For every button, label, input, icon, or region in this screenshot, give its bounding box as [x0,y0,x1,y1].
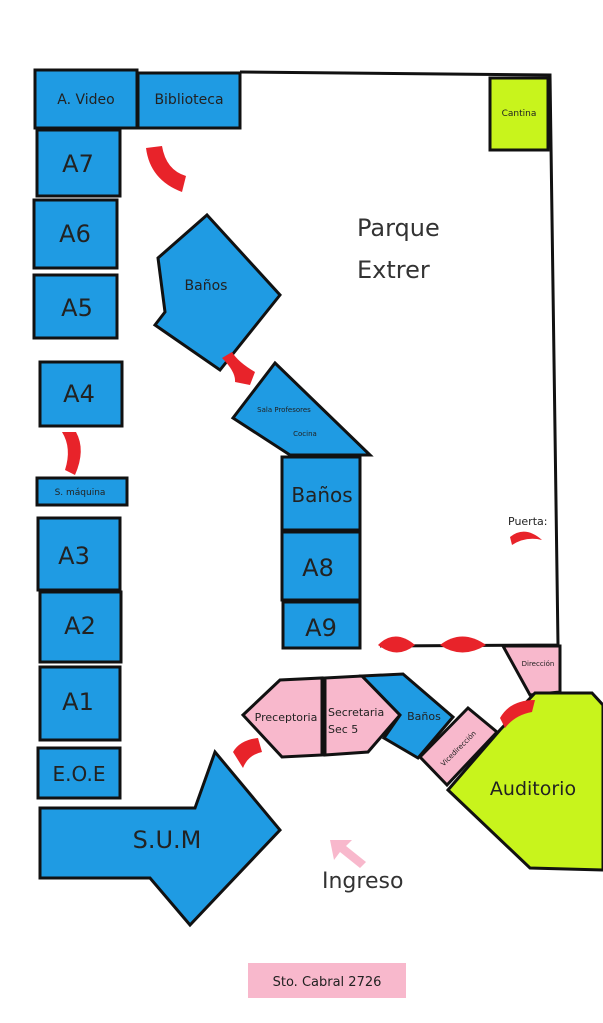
door-icon [233,738,262,768]
svg-text:A4: A4 [63,380,95,408]
svg-text:S.U.M: S.U.M [133,826,202,854]
room-a1[interactable]: A1 [38,665,122,742]
svg-text:Sec 5: Sec 5 [328,723,358,736]
svg-text:Dirección: Dirección [522,660,555,668]
door-icon [146,146,186,192]
room-teachers-kitchen[interactable]: Sala Profesores Cocina [230,360,374,457]
room-bath-1[interactable]: Baños [152,212,282,373]
room-direccion[interactable]: Dirección [500,644,562,697]
svg-text:S. máquina: S. máquina [55,488,106,498]
svg-text:A7: A7 [62,150,94,178]
svg-text:A5: A5 [61,294,93,322]
svg-text:A1: A1 [62,688,94,716]
room-secretaria[interactable]: Secretaria Sec 5 [323,674,403,757]
svg-text:Secretaria: Secretaria [328,706,384,719]
svg-text:A2: A2 [64,612,96,640]
entrance-arrow-icon [330,840,366,868]
svg-text:Cocina: Cocina [293,430,317,438]
door-icon [62,432,81,475]
room-bath-3[interactable]: Baños [358,672,456,760]
svg-text:Baños: Baños [185,278,228,294]
door-icon [440,636,486,653]
room-library[interactable]: Biblioteca [136,71,242,130]
svg-text:A9: A9 [305,614,337,642]
svg-text:Parque: Parque [357,214,440,242]
svg-text:Baños: Baños [291,483,352,507]
svg-text:Biblioteca: Biblioteca [154,92,223,108]
svg-text:E.O.E: E.O.E [53,762,106,786]
room-a7[interactable]: A7 [35,128,122,198]
svg-text:A6: A6 [59,220,91,248]
door-icon [378,636,415,653]
room-machine[interactable]: S. máquina [35,476,129,507]
svg-text:Auditorio: Auditorio [490,778,576,800]
door-label: Puerta: [508,515,547,528]
address-label: Sto. Cabral 2726 [248,963,406,998]
room-a2[interactable]: A2 [38,590,123,664]
door-icon [222,352,255,385]
room-a8[interactable]: A8 [280,530,362,602]
room-bath-2[interactable]: Baños [280,455,362,532]
room-a3[interactable]: A3 [36,516,122,592]
room-a6[interactable]: A6 [32,198,119,270]
room-a9[interactable]: A9 [281,600,362,650]
room-a5[interactable]: A5 [32,273,119,340]
svg-text:Extrer: Extrer [357,256,430,284]
room-canteen[interactable]: Cantina [488,76,550,152]
svg-text:Sala Profesores: Sala Profesores [257,406,311,414]
room-preceptoria[interactable]: Preceptoria [240,676,324,759]
svg-text:A. Video: A. Video [57,92,114,108]
svg-text:Baños: Baños [407,710,441,723]
room-eoe[interactable]: E.O.E [36,746,122,800]
room-auditorio[interactable]: Auditorio [445,691,603,872]
svg-text:Sto. Cabral 2726: Sto. Cabral 2726 [273,975,382,990]
svg-text:A3: A3 [58,542,90,570]
park-label: Parque Extrer [357,214,440,284]
svg-text:Preceptoria: Preceptoria [255,711,318,724]
door-icon [500,700,535,728]
svg-text:Cantina: Cantina [502,109,537,119]
door-icon [510,531,542,545]
room-a4[interactable]: A4 [38,360,124,428]
entrance-label: Ingreso [322,869,403,894]
room-video[interactable]: A. Video [33,68,139,130]
room-sum[interactable]: S.U.M [38,749,283,928]
svg-text:A8: A8 [302,554,334,582]
